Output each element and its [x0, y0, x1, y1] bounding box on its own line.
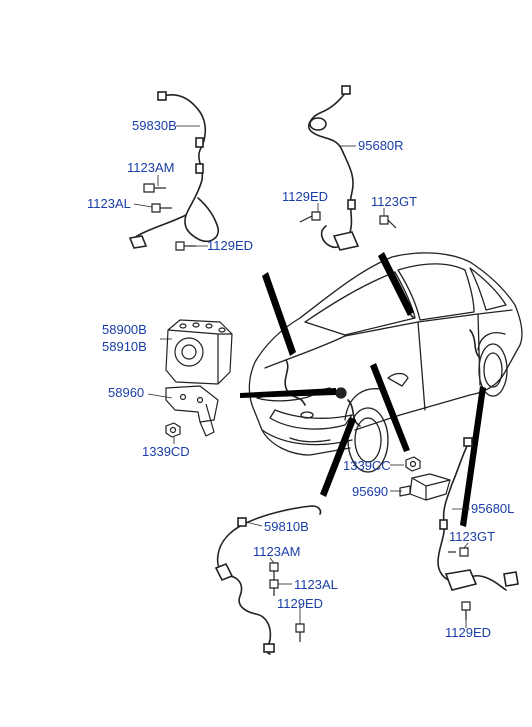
- label-1129ed-bottom-right: 1129ED: [445, 625, 491, 640]
- label-1129ed-top-right: 1129ED: [282, 189, 328, 204]
- nut-1339cc-illustration: [405, 456, 421, 472]
- wheel-sensor-front-left: [214, 505, 322, 655]
- wheel-sensor-rear-left: [128, 91, 220, 249]
- leader-lines: [133, 125, 470, 628]
- label-95690: 95690: [352, 484, 388, 499]
- label-1123gt-bottom: 1123GT: [449, 529, 495, 544]
- bolts-front-left: [269, 562, 305, 642]
- label-95680r: 95680R: [358, 138, 404, 153]
- label-1123al-bottom: 1123AL: [294, 577, 338, 592]
- label-1339cd: 1339CD: [142, 444, 190, 459]
- label-1123am-bottom: 1123AM: [253, 544, 300, 559]
- label-1123al-top: 1123AL: [87, 196, 131, 211]
- bolts-rear-left: [143, 183, 196, 251]
- module-95690-illustration: [399, 473, 451, 501]
- label-95680l: 95680L: [471, 501, 514, 516]
- nut-1339cd-illustration: [165, 422, 181, 438]
- label-1129ed-top-left: 1129ED: [207, 238, 253, 253]
- bracket-illustration: [165, 385, 219, 437]
- label-1123gt-top: 1123GT: [371, 194, 417, 209]
- label-58910b: 58910B: [102, 339, 147, 354]
- label-1339cc: 1339CC: [343, 458, 391, 473]
- part-labels: 59830B 1123AM 1123AL 1129ED 95680R 1129E…: [87, 118, 514, 640]
- wheel-sensor-rear-right: [307, 85, 360, 251]
- label-59810b: 59810B: [264, 519, 309, 534]
- car-illustration: [248, 252, 523, 473]
- bolts-rear-right: [299, 211, 397, 229]
- wheel-sensor-front-right: [437, 437, 519, 591]
- label-1123am-top: 1123AM: [127, 160, 174, 175]
- bolts-front-right: [448, 547, 471, 620]
- label-59830b: 59830B: [132, 118, 177, 133]
- hcu-unit-illustration: [165, 319, 233, 385]
- label-58960: 58960: [108, 385, 144, 400]
- pointer-wedges: [240, 252, 486, 527]
- label-1129ed-bottom-left: 1129ED: [277, 596, 323, 611]
- label-58900b: 58900B: [102, 322, 147, 337]
